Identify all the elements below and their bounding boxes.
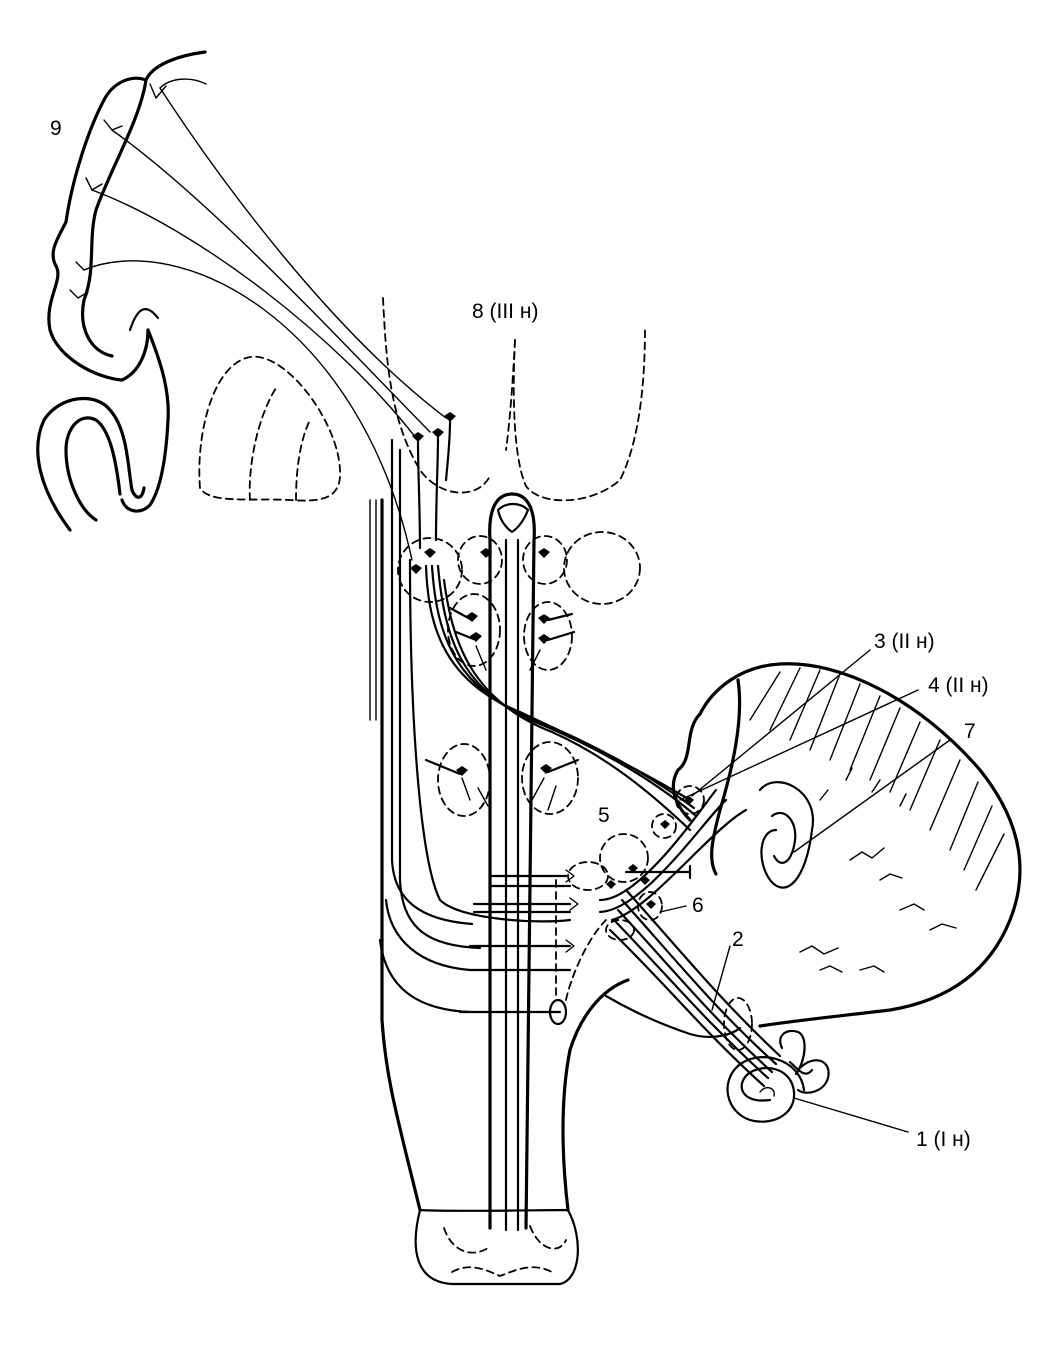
label-9: 9	[50, 117, 62, 140]
cerebral-cortex	[36, 50, 207, 532]
label-5: 5	[598, 804, 610, 827]
midbrain-outline	[382, 297, 646, 502]
fourth-ventricle	[488, 492, 536, 1232]
label-4: 4 (II н)	[928, 674, 989, 697]
label-8: 8 (III н)	[472, 300, 538, 323]
label-1: 1 (I н)	[916, 1128, 971, 1151]
label-3: 3 (II н)	[874, 630, 935, 653]
trapezoid-body-fibers	[458, 869, 607, 1026]
cochlear-nuclei	[567, 785, 748, 941]
cochlear-nerve	[608, 888, 782, 1088]
brainstem-outline	[369, 498, 630, 1286]
lateral-lemniscus-fibers	[424, 564, 698, 832]
medial-geniculate-nuclei	[412, 412, 456, 550]
label-6: 6	[692, 894, 704, 917]
superior-olivary-nuclei	[424, 741, 580, 817]
leader-lines	[659, 649, 951, 1133]
cerebellum	[604, 662, 1022, 1038]
label-7: 7	[964, 720, 976, 743]
lateral-lemniscus-nuclei	[447, 593, 576, 671]
acoustic-radiation	[69, 78, 447, 561]
descending-tracts	[378, 438, 572, 1014]
thalamus-outline	[198, 355, 341, 502]
cochlea	[726, 1029, 830, 1123]
label-2: 2	[732, 928, 744, 951]
